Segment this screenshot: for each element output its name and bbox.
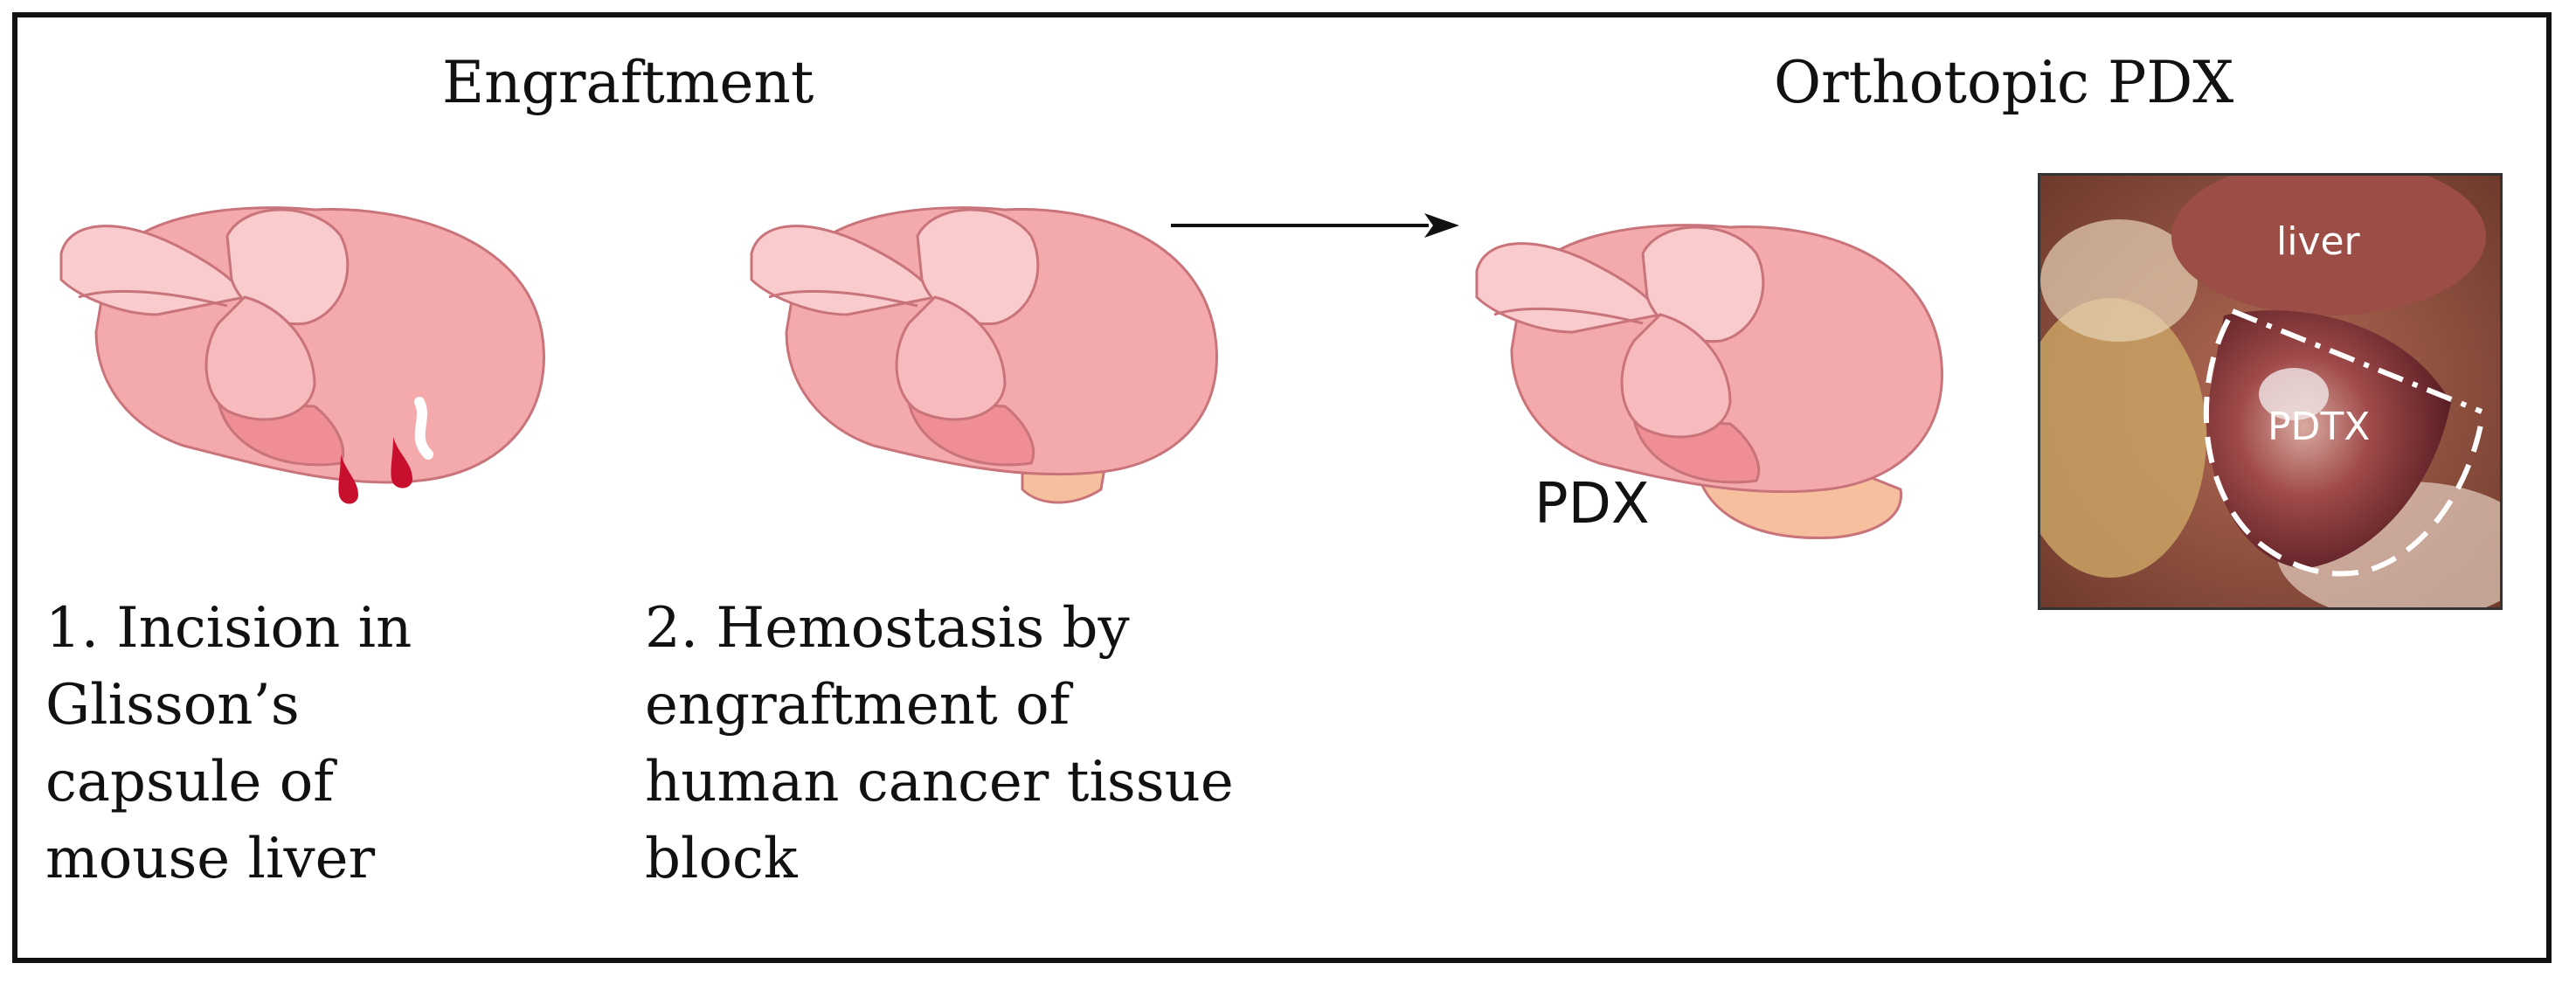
- liver-pdx-illustration: [1475, 224, 1943, 540]
- blood-drop: [391, 437, 412, 489]
- step-1-line: capsule of: [45, 750, 334, 814]
- incision-mark: [414, 397, 433, 460]
- step-1-line: 1. Incision in: [45, 596, 412, 661]
- pdx-label: PDX: [1534, 472, 1650, 537]
- liver-incision-illustration: [59, 206, 545, 504]
- step-1-line: Glisson’s: [45, 673, 300, 738]
- step-2-line: engraftment of: [645, 673, 1070, 738]
- orthotopic-tumor-photo: liver PDTX: [2038, 173, 2503, 610]
- heading-orthotopic-pdx: Orthotopic PDX: [1774, 49, 2234, 116]
- blood-drop: [338, 454, 358, 504]
- step-1-caption: 1. Incision in Glisson’s capsule of mous…: [45, 590, 412, 897]
- step-2-caption: 2. Hemostasis by engraftment of human ca…: [645, 590, 1234, 897]
- heading-engraftment: Engraftment: [442, 49, 814, 116]
- progression-arrow: [1171, 213, 1459, 238]
- photo-label-pdtx: PDTX: [2268, 405, 2371, 449]
- step-2-line: 2. Hemostasis by: [645, 596, 1130, 661]
- step-2-line: block: [645, 827, 798, 891]
- liver-engraftment-illustration: [750, 206, 1218, 504]
- step-1-line: mouse liver: [45, 827, 376, 891]
- step-2-line: human cancer tissue: [645, 750, 1234, 814]
- photo-label-liver: liver: [2276, 219, 2360, 264]
